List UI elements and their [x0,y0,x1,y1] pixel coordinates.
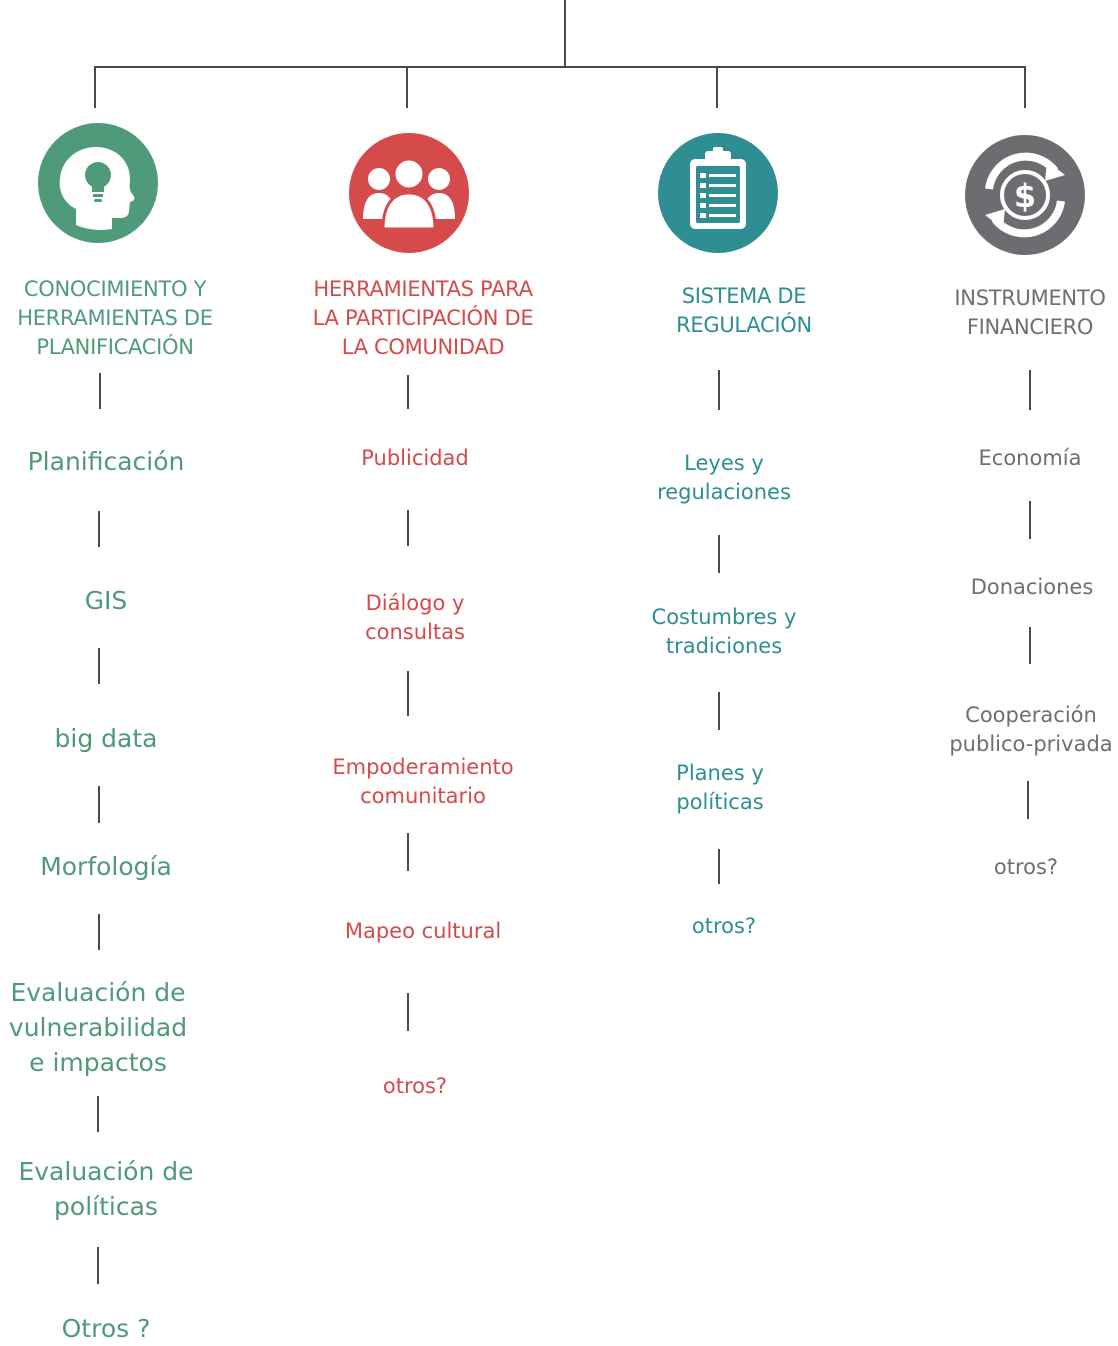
connector [98,648,100,684]
column-title-community: HERRAMIENTAS PARA LA PARTICIPACIÓN DE LA… [312,277,534,359]
list-item: Empoderamiento comunitario [332,755,514,808]
connector [407,833,409,871]
branch-drop-1 [94,66,96,108]
connector [407,993,409,1031]
list-item: Publicidad [361,446,469,470]
connector [99,373,101,409]
list-item: Planificación [27,447,185,476]
branch-drop-3 [716,66,718,108]
head-lightbulb-icon [38,123,158,243]
connector [1029,501,1031,539]
list-item: Costumbres y tradiciones [651,605,797,658]
connector [1027,781,1029,819]
list-item: GIS [84,586,128,615]
column-title-knowledge: CONOCIMIENTO Y HERRAMIENTAS DE PLANIFICA… [17,277,213,359]
connector [407,671,409,716]
connector [718,849,720,884]
connector [407,375,409,409]
branch-line [94,66,1026,68]
connector [98,914,100,950]
column-title-finance: INSTRUMENTO FINANCIERO [954,286,1106,339]
trunk-line [564,0,566,68]
list-item: Mapeo cultural [344,919,502,943]
branch-drop-4 [1024,66,1026,108]
people-group-icon [349,133,469,253]
connector [97,1247,99,1284]
connector [97,1096,99,1132]
clipboard-list-icon [658,133,778,253]
connector [718,535,720,573]
branch-drop-2 [406,66,408,108]
list-item: Diálogo y consultas [365,591,465,644]
list-item: Leyes y regulaciones [657,451,791,504]
list-item: Economía [978,446,1082,470]
svg-text:$: $ [1014,177,1036,215]
list-item: Donaciones [970,575,1094,599]
list-item: Morfología [40,852,172,881]
list-item: otros? [691,914,757,938]
column-title-regulation: SISTEMA DE REGULACIÓN [676,284,812,337]
connector [718,370,720,410]
list-item: otros? [993,855,1059,879]
list-item: big data [54,724,158,753]
connector [1029,627,1031,664]
list-item: Evaluación de políticas [18,1157,194,1221]
list-item: Cooperación publico-privada [949,703,1113,756]
connector [1029,370,1031,410]
list-item: otros? [382,1074,448,1098]
list-item: Otros ? [61,1314,151,1343]
list-item: Planes y políticas [676,761,764,814]
connector [718,692,720,730]
connector [407,510,409,546]
connector [98,786,100,823]
connector [98,511,100,547]
list-item: Evaluación de vulnerabilidad e impactos [8,978,188,1077]
dollar-cycle-icon: $ [965,135,1085,255]
